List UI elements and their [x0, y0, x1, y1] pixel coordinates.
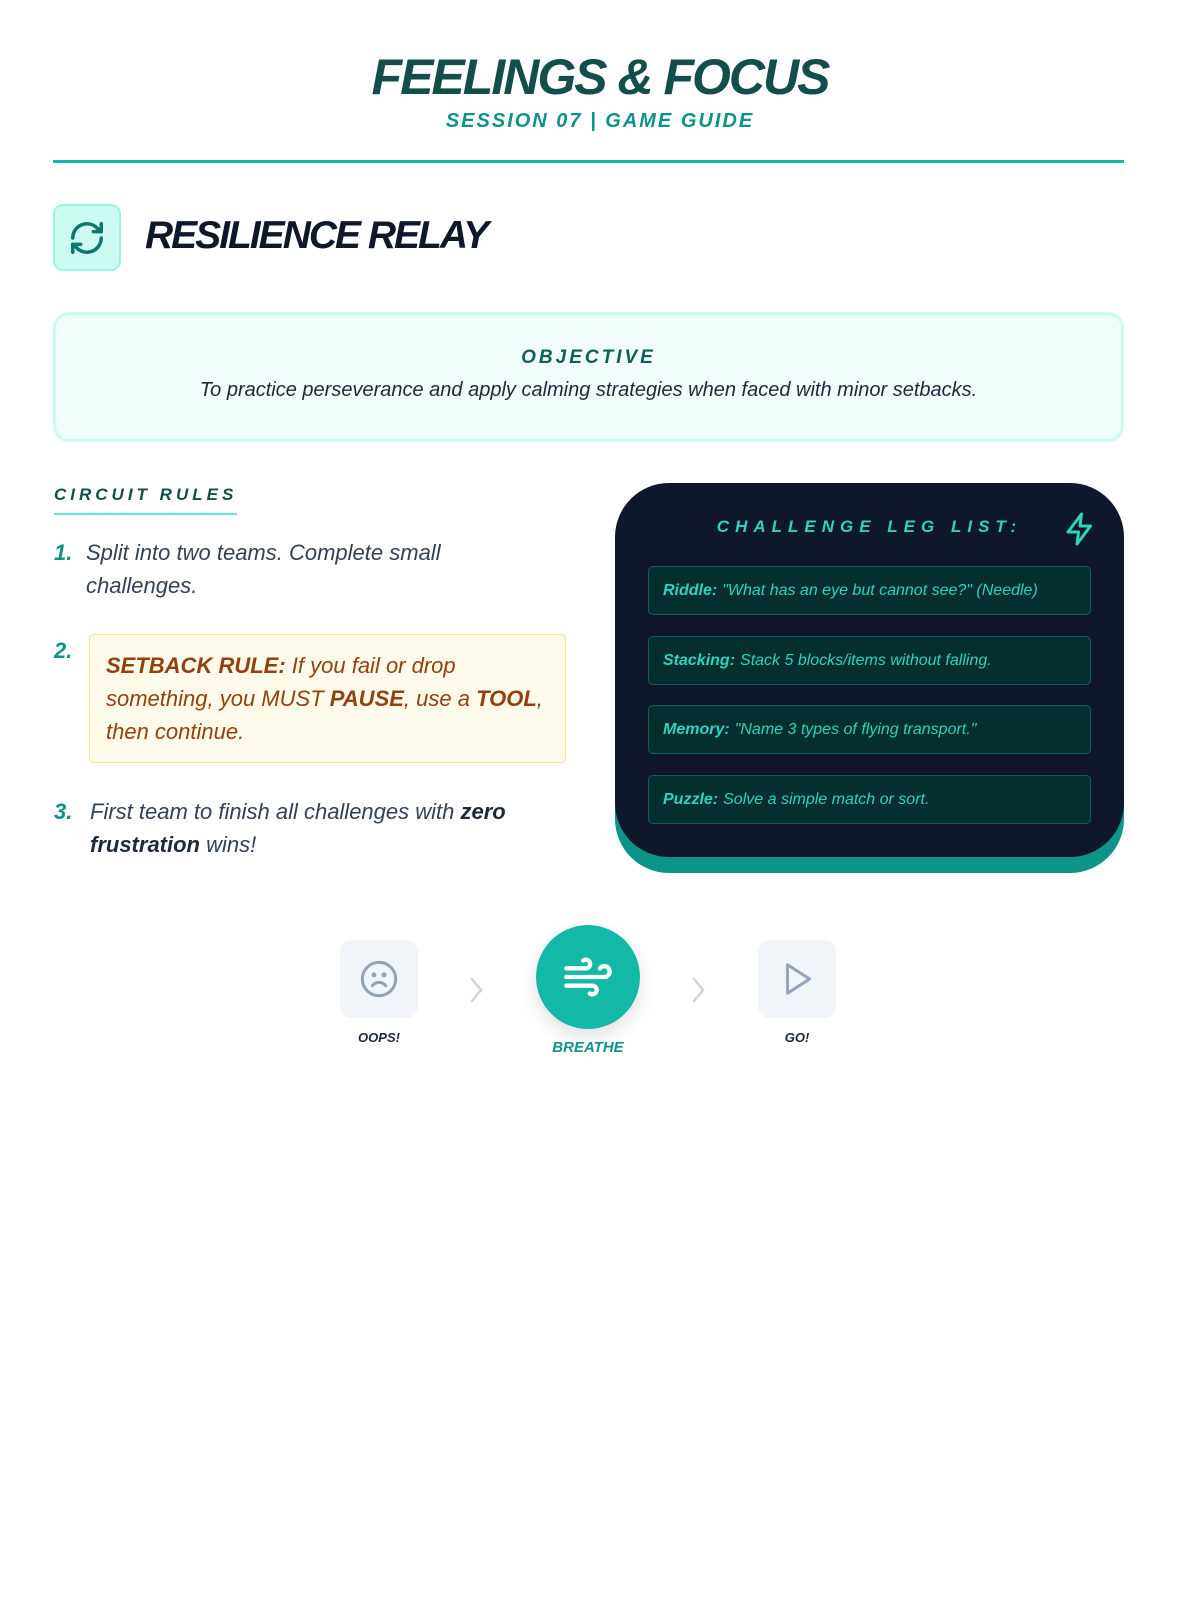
challenge-item: Stacking:Stack 5 blocks/items without fa…	[648, 636, 1091, 685]
rule-item: 3. First team to finish all challenges w…	[54, 795, 566, 861]
rule-text: First team to finish all challenges with…	[90, 795, 570, 861]
step-label: BREATHE	[552, 1039, 624, 1056]
header-divider	[53, 160, 1124, 163]
rule-text-part: wins!	[200, 832, 257, 857]
rule-text: If you fail or drop something, you MUST	[106, 653, 456, 711]
chevron-right-icon	[470, 977, 483, 1003]
rule-item: 2. SETBACK RULE: If you fail or drop som…	[54, 634, 566, 763]
flow-step-go: GO!	[758, 940, 836, 1045]
challenge-label: Riddle:	[663, 581, 718, 599]
rules-heading: CIRCUIT RULES	[54, 485, 238, 515]
setback-rule-callout: SETBACK RULE: If you fail or drop someth…	[89, 634, 566, 763]
challenge-label: Puzzle:	[663, 790, 719, 808]
chevron-right-icon	[692, 977, 705, 1003]
tool-emphasis: TOOL	[476, 686, 537, 711]
challenge-card: CHALLENGE LEG LIST: Riddle:"What has an …	[615, 483, 1124, 857]
refresh-icon	[53, 204, 121, 271]
rule-number: 3.	[54, 799, 73, 824]
rule-text: , then continue.	[106, 686, 543, 744]
pause-emphasis: PAUSE	[329, 686, 404, 711]
challenge-item: Riddle:"What has an eye but cannot see?"…	[648, 566, 1091, 615]
rule-text: Split into two teams. Complete small cha…	[86, 540, 441, 598]
rule-item: 1. Split into two teams. Complete small …	[54, 536, 566, 602]
page-subtitle: SESSION 07 | GAME GUIDE	[445, 110, 755, 132]
objective-label: OBJECTIVE	[521, 347, 656, 368]
setback-label: SETBACK RULE:	[106, 653, 286, 678]
challenge-item: Puzzle:Solve a simple match or sort.	[648, 775, 1091, 824]
challenge-label: Stacking:	[663, 651, 736, 669]
play-icon	[758, 940, 836, 1018]
rule-number: 1.	[54, 540, 73, 565]
page-title: FEELINGS & FOCUS	[371, 49, 831, 105]
challenge-item: Memory:"Name 3 types of flying transport…	[648, 705, 1091, 754]
rule-number: 2.	[54, 638, 73, 663]
objective-text: To practice perseverance and apply calmi…	[199, 379, 978, 401]
challenge-text: Stack 5 blocks/items without falling.	[740, 651, 992, 669]
lightning-icon	[1062, 509, 1098, 554]
challenge-heading: CHALLENGE LEG LIST:	[716, 517, 1023, 536]
step-label: OOPS!	[358, 1030, 400, 1045]
zero-frustration-emphasis: zero frustration	[90, 799, 506, 857]
wind-icon	[536, 925, 640, 1029]
challenge-text: "What has an eye but cannot see?" (Needl…	[722, 581, 1038, 599]
flow-step-oops: OOPS!	[340, 940, 418, 1045]
sad-face-icon	[340, 940, 418, 1018]
step-label: GO!	[784, 1030, 810, 1045]
rule-text: , use a	[403, 686, 477, 711]
flow-step-breathe: BREATHE	[536, 925, 640, 1056]
objective-box: OBJECTIVE To practice perseverance and a…	[53, 312, 1124, 442]
challenge-label: Memory:	[663, 720, 730, 738]
rule-text-part: First team to finish all challenges with	[90, 799, 461, 824]
challenge-text: Solve a simple match or sort.	[723, 790, 930, 808]
section-title: RESILIENCE RELAY	[145, 214, 489, 257]
challenge-text: "Name 3 types of flying transport."	[734, 720, 977, 738]
